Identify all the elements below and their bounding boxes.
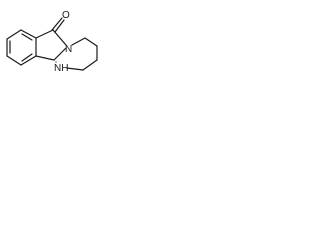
ring-bond [35,29,54,39]
ring-bond [84,37,98,47]
carbonyl-double-bond [54,19,65,33]
label-backdrop [61,9,70,20]
benzene-bond [6,29,22,40]
ring-bond [82,59,98,71]
amine-nitrogen-label: NH [54,63,68,74]
ring-nitrogen-label: N [65,44,72,55]
benzene-double-bond [21,53,33,62]
ring-bond [71,37,86,46]
benzene-bond [20,29,37,39]
benzene-bond [20,55,37,66]
ring-bond [35,55,55,61]
carbonyl-double-bond [51,17,63,31]
ring-bond [53,47,67,61]
carbonyl-oxygen-label: O [62,10,70,21]
label-backdrop [64,43,73,53]
label-backdrop [53,62,68,73]
structure-diagram: O N NH [6,9,98,74]
ring-bond [66,67,84,71]
benzene-bond [6,55,22,66]
benzene-double-bond [21,33,33,41]
